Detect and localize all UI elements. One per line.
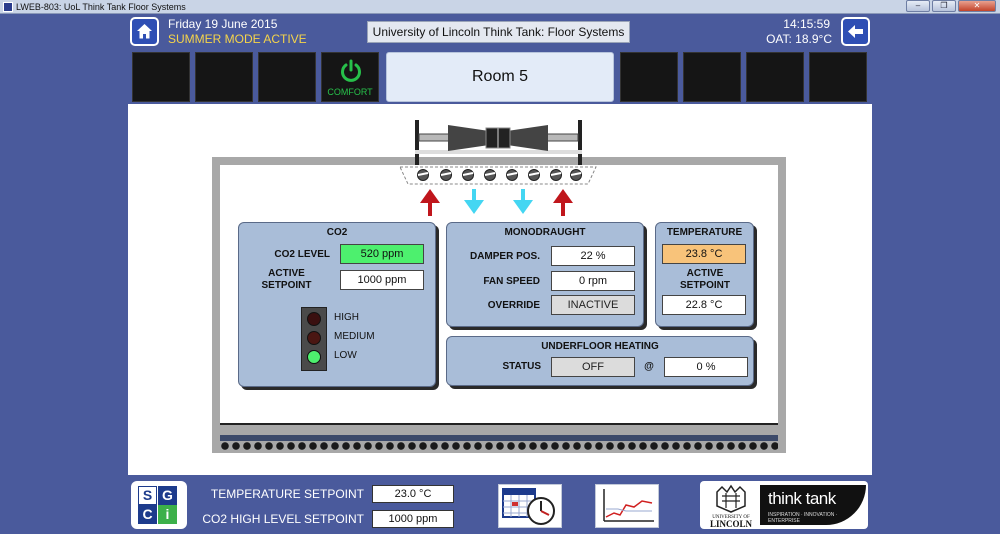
sgci-letter-s: S: [138, 486, 157, 505]
sgci-letter-c: C: [138, 505, 157, 524]
outside-air-temperature: OAT: 18.9°C: [766, 32, 832, 46]
power-icon: [341, 59, 361, 82]
override-value[interactable]: INACTIVE: [551, 295, 635, 315]
lamp-medium: [307, 331, 321, 345]
main-panel: CO2 CO2 LEVEL 520 ppm ACTIVE SETPOINT 10…: [128, 104, 872, 475]
monodraught-title: MONODRAUGHT: [504, 227, 586, 238]
temperature-panel: TEMPERATURE 23.8 °C ACTIVE SETPOINT 22.8…: [655, 222, 754, 327]
temperature-value: 23.8 °C: [662, 244, 746, 264]
current-date: Friday 19 June 2015: [168, 17, 278, 31]
diffuser-vanes: [417, 169, 582, 181]
back-button[interactable]: [841, 17, 870, 46]
temperature-title: TEMPERATURE: [666, 227, 743, 238]
warm-air-arrow-right: [553, 189, 573, 216]
warm-air-arrow-left: [420, 189, 440, 216]
comfort-label: COMFORT: [327, 87, 373, 97]
home-button[interactable]: [130, 17, 159, 46]
sgci-letter-i: i: [158, 505, 177, 524]
university-name-line1: UNIVERSITY OF: [712, 515, 750, 520]
damper-label: DAMPER POS.: [469, 251, 540, 262]
ufh-at-symbol: @: [644, 361, 654, 372]
co2-panel: CO2 CO2 LEVEL 520 ppm ACTIVE SETPOINT 10…: [238, 222, 436, 387]
sgci-letter-g: G: [158, 486, 177, 505]
cool-air-arrow-2: [513, 189, 533, 214]
bottom-bar: S G C i TEMPERATURE SETPOINT 23.0 °C CO2…: [128, 476, 872, 534]
back-arrow-icon: [848, 25, 863, 38]
floor-heating-band: [212, 433, 786, 453]
think-tank-logo: think tank INSPIRATION · INNOVATION · EN…: [760, 485, 866, 525]
mode-status: SUMMER MODE ACTIVE: [168, 32, 307, 46]
tab-slot-5[interactable]: [620, 52, 678, 102]
header-bar: Friday 19 June 2015 SUMMER MODE ACTIVE U…: [0, 14, 1000, 50]
legend-low: LOW: [334, 350, 357, 361]
room-tab-row: COMFORT Room 5: [128, 50, 872, 104]
monodraught-panel: MONODRAUGHT DAMPER POS. 22 % FAN SPEED 0…: [446, 222, 644, 327]
trend-chart-icon: [597, 486, 657, 526]
university-name-line2: LINCOLN: [709, 519, 752, 529]
calendar-clock-icon: [502, 488, 555, 525]
floor-stripe: [220, 435, 778, 441]
ventilation-unit: [399, 120, 597, 216]
fan-icon: [448, 125, 548, 151]
co2-high-setpoint-value[interactable]: 1000 ppm: [372, 510, 454, 528]
window-controls: – ❐ ✕: [906, 0, 996, 12]
university-name: UNIVERSITY OF LINCOLN: [702, 515, 760, 529]
tab-slot-7[interactable]: [746, 52, 804, 102]
co2-title: CO2: [326, 227, 348, 238]
fan-speed-label: FAN SPEED: [483, 276, 540, 287]
lamp-low: [307, 350, 321, 364]
underfloor-title: UNDERFLOOR HEATING: [541, 341, 659, 352]
close-button[interactable]: ✕: [958, 0, 996, 12]
temperature-setpoint-value[interactable]: 23.0 °C: [372, 485, 454, 503]
legend-high: HIGH: [334, 312, 359, 323]
fan-speed-value: 0 rpm: [551, 271, 635, 291]
temperature-setpoint-label: TEMPERATURE SETPOINT: [210, 487, 364, 501]
tab-slot-2[interactable]: [195, 52, 253, 102]
temp-setpoint-value[interactable]: 22.8 °C: [662, 295, 746, 315]
sgci-logo[interactable]: S G C i: [131, 481, 187, 529]
temp-setpoint-label-line1: ACTIVE: [686, 268, 724, 279]
schedule-button[interactable]: [498, 484, 562, 528]
tab-slot-6[interactable]: [683, 52, 741, 102]
ufh-status-value: OFF: [551, 357, 635, 377]
tab-slot-1[interactable]: [132, 52, 190, 102]
co2-setpoint-label-line1: ACTIVE: [268, 268, 305, 279]
room-name-display: Room 5: [386, 52, 614, 102]
think-tank-tagline: INSPIRATION · INNOVATION · ENTERPRISE: [768, 512, 838, 524]
tab-slot-8[interactable]: [809, 52, 867, 102]
current-time: 14:15:59: [783, 17, 830, 31]
app-icon: [3, 1, 13, 12]
window-titlebar: LWEB-803: UoL Think Tank Floor Systems –…: [0, 0, 1000, 14]
co2-traffic-light: [301, 307, 327, 371]
comfort-button[interactable]: COMFORT: [321, 52, 379, 102]
lamp-high: [307, 312, 321, 326]
cool-air-arrow-1: [464, 189, 484, 214]
tab-slot-3[interactable]: [258, 52, 316, 102]
underfloor-heating-panel: UNDERFLOOR HEATING STATUS OFF @ 0 %: [446, 336, 754, 386]
ufh-percent-value: 0 %: [664, 357, 748, 377]
co2-high-setpoint-label: CO2 HIGH LEVEL SETPOINT: [202, 512, 364, 526]
maximize-button[interactable]: ❐: [932, 0, 956, 12]
co2-setpoint-value[interactable]: 1000 ppm: [340, 270, 424, 290]
ufh-status-label: STATUS: [502, 361, 541, 372]
temp-setpoint-label-line2: SETPOINT: [679, 280, 730, 291]
page-title: University of Lincoln Think Tank: Floor …: [367, 21, 630, 43]
underfloor-pipes: [220, 441, 778, 451]
university-crest-icon: [716, 484, 746, 513]
legend-medium: MEDIUM: [334, 331, 375, 342]
co2-level-label: CO2 LEVEL: [274, 249, 330, 260]
damper-value: 22 %: [551, 246, 635, 266]
co2-setpoint-label-line2: SETPOINT: [261, 280, 312, 291]
minimize-button[interactable]: –: [906, 0, 930, 12]
brand-logos: UNIVERSITY OF LINCOLN think tank INSPIRA…: [700, 481, 868, 529]
window-title: LWEB-803: UoL Think Tank Floor Systems: [16, 1, 186, 12]
home-icon: [137, 24, 152, 39]
override-label: OVERRIDE: [487, 300, 540, 311]
trend-button[interactable]: [595, 484, 659, 528]
think-tank-name: think tank: [768, 489, 836, 508]
co2-level-value: 520 ppm: [340, 244, 424, 264]
